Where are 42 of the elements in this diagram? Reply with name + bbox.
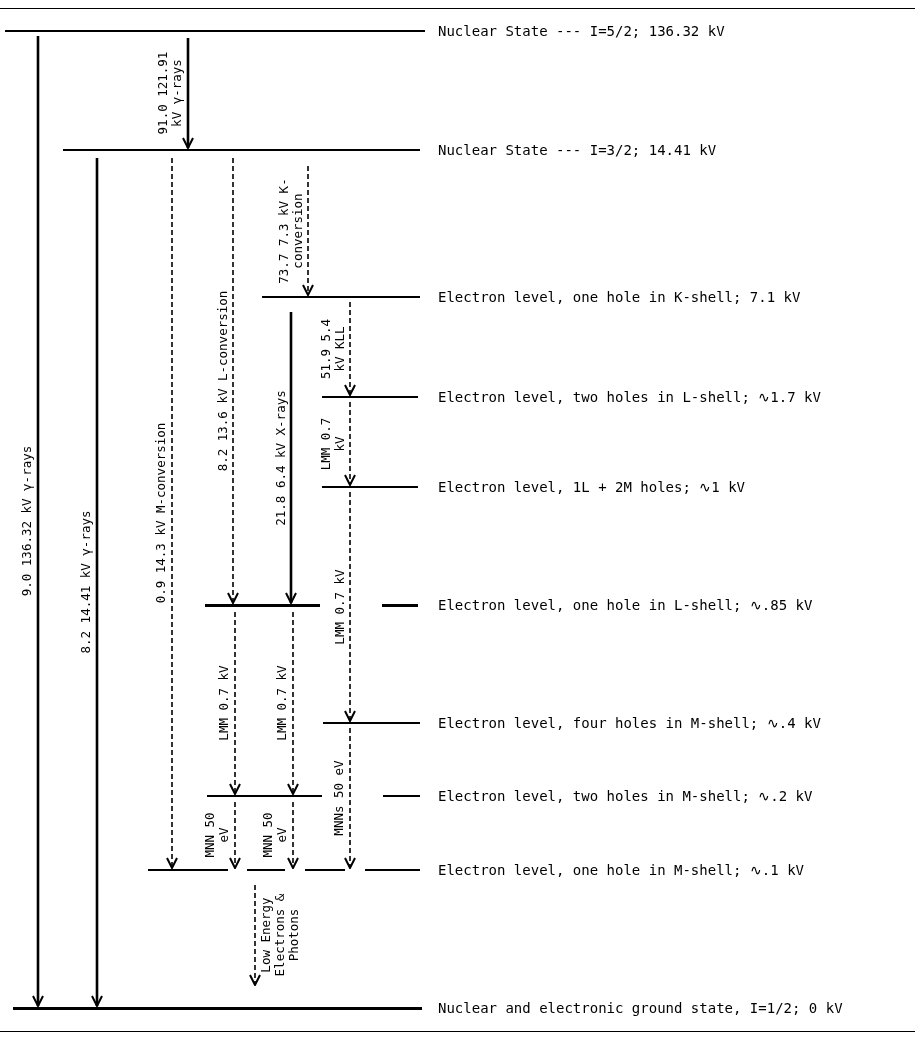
- level-label: Nuclear and electronic ground state, I=1/2; 0 kV: [438, 1000, 843, 1016]
- edge-label: LMM 0.7 kV: [217, 664, 231, 743]
- edge-label: 73.7 7.3 kV K-conversion: [276, 176, 304, 286]
- level-label: Electron level, one hole in M-shell; ∿.1 kV: [438, 862, 804, 878]
- edge-label: 8.2 14.41 kV γ-rays: [79, 509, 93, 656]
- edge-label: 21.8 6.4 kV X-rays: [273, 388, 287, 528]
- level-label: Electron level, four holes in M-shell; ∿.4 kV: [438, 715, 821, 731]
- arrow: [287, 801, 299, 869]
- arrow: [166, 157, 178, 869]
- arrow: [285, 312, 297, 604]
- level-label: Nuclear State --- I=3/2; 14.41 kV: [438, 142, 717, 158]
- edge-label: 0.9 14.3 kV M-conversion: [154, 421, 168, 606]
- arrow: [249, 884, 261, 986]
- edge-label: MNN 50 eV: [261, 811, 289, 860]
- arrow: [344, 727, 356, 869]
- edge-label: LMM 0.7 kV: [332, 567, 346, 647]
- level-label: Electron level, one hole in K-shell; 7.1 kV: [438, 289, 801, 305]
- arrow: [182, 38, 194, 149]
- arrow: [91, 158, 103, 1007]
- level-label: Electron level, two holes in M-shell; ∿.2 kV: [438, 788, 813, 804]
- edge-label: MNN 50 eV: [203, 811, 231, 860]
- edge-label: 8.2 13.6 kV L-conversion: [215, 289, 229, 473]
- arrow: [302, 165, 314, 296]
- edge-label: 51.9 5.4 kV KLL: [318, 317, 346, 381]
- level-label: Electron level, 1L + 2M holes; ∿1 kV: [438, 479, 745, 495]
- edge-label: 91.0 121.91 kV γ-rays: [156, 50, 184, 137]
- arrow: [32, 36, 44, 1007]
- edge-label: MNNs 50 eV: [332, 759, 346, 838]
- arrow: [227, 157, 239, 604]
- arrow: [344, 491, 356, 722]
- arrow: [229, 801, 241, 869]
- level-label: Electron level, two holes in L-shell; ∿1.7 kV: [438, 389, 821, 405]
- edge-label: LMM 0.7 kV: [275, 664, 289, 743]
- edge-label: 9.0 136.32 kV γ-rays: [20, 444, 34, 599]
- level-label: Nuclear State --- I=5/2; 136.32 kV: [438, 23, 725, 39]
- arrow: [229, 611, 241, 795]
- arrow: [344, 401, 356, 486]
- arrow: [344, 301, 356, 396]
- arrow: [287, 611, 299, 795]
- edge-label: LMM 0.7 kV: [318, 416, 346, 472]
- level-label: Electron level, one hole in L-shell; ∿.85 kV: [438, 597, 813, 613]
- edge-label: Low Energy Electrons & Photons: [259, 892, 301, 978]
